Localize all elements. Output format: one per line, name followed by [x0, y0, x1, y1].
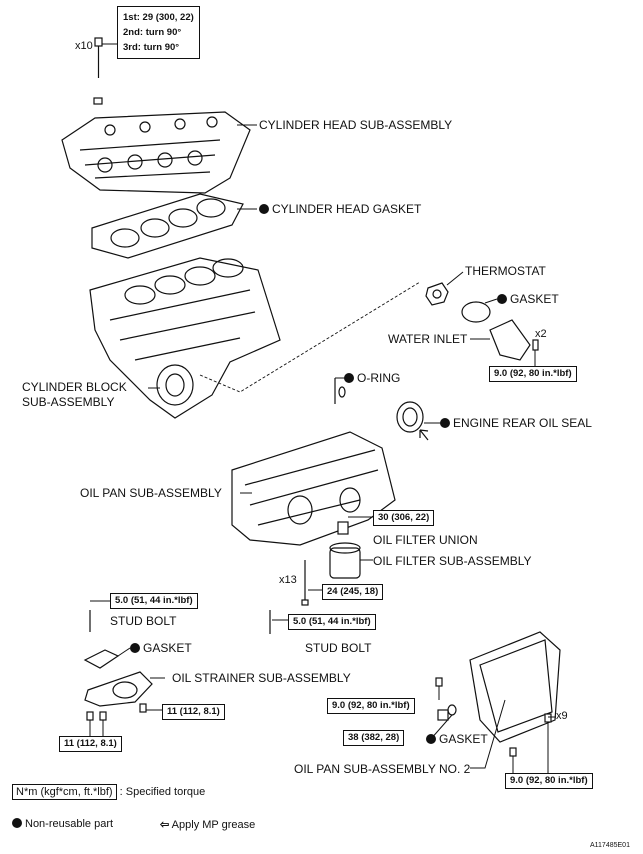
label-oil-filter-union: OIL FILTER UNION	[373, 533, 478, 547]
oil-pan-drawing	[231, 431, 396, 546]
non-reusable-icon	[259, 204, 269, 214]
oil-pan-bolt-drawing	[301, 560, 322, 606]
torque-step-1: 1st: 29 (300, 22)	[123, 12, 194, 23]
label-cylinder-head-gasket: CYLINDER HEAD GASKET	[259, 202, 421, 216]
head-bolt-qty: x10	[75, 40, 93, 52]
oil-pan-bolt-qty: x13	[279, 574, 297, 586]
non-reusable-icon	[344, 373, 354, 383]
mp-grease-arrow-icon: ⇦	[160, 819, 170, 831]
torque-strainer-right: 11 (112, 8.1)	[162, 704, 225, 720]
oil-strainer-drawing	[83, 647, 165, 736]
torque-stud-bolt-right: 5.0 (51, 44 in.*lbf)	[288, 614, 376, 630]
torque-drain-plug: 38 (382, 28)	[343, 730, 405, 746]
torque-stud-bolt-left: 5.0 (51, 44 in.*lbf)	[110, 593, 198, 609]
label-cylinder-head: CYLINDER HEAD SUB-ASSEMBLY	[259, 118, 453, 132]
non-reusable-icon	[130, 643, 140, 653]
legend-torque: N*m (kgf*cm, ft.*lbf) : Specified torque	[12, 784, 206, 800]
torque-step-3: 3rd: turn 90°	[123, 42, 180, 53]
cylinder-block-drawing	[89, 257, 281, 419]
non-reusable-icon	[12, 818, 22, 828]
cylinder-head-bolt	[93, 37, 118, 105]
non-reusable-icon	[440, 418, 450, 428]
torque-oil-pan-no2-left: 9.0 (92, 80 in.*lbf)	[327, 698, 415, 714]
oil-filter-drawing	[329, 542, 373, 579]
label-oil-pan: OIL PAN SUB-ASSEMBLY	[80, 486, 222, 500]
torque-water-inlet: 9.0 (92, 80 in.*lbf)	[489, 366, 577, 382]
thermostat-gasket-drawing	[461, 301, 491, 323]
label-gasket-strainer: GASKET	[130, 641, 192, 655]
label-water-inlet: WATER INLET	[388, 332, 468, 346]
label-oil-strainer: OIL STRAINER SUB-ASSEMBLY	[172, 671, 351, 685]
mp-grease-arrow-drawing	[419, 429, 429, 441]
label-stud-bolt-left: STUD BOLT	[110, 614, 177, 628]
non-reusable-icon	[426, 734, 436, 744]
label-cylinder-block-2: SUB-ASSEMBLY	[22, 395, 115, 409]
torque-oil-pan-no2-bottom: 9.0 (92, 80 in.*lbf)	[505, 773, 593, 789]
label-gasket-thermostat: GASKET	[497, 292, 559, 306]
label-engine-rear-oil-seal: ENGINE REAR OIL SEAL	[440, 416, 592, 430]
torque-oil-filter-union: 30 (306, 22)	[373, 510, 435, 526]
oil-pan-no2-qty: x9	[556, 710, 568, 722]
figure-code: A117485E01	[590, 842, 630, 849]
label-stud-bolt-right: STUD BOLT	[305, 641, 372, 655]
legend-unit-text: : Specified torque	[119, 786, 206, 798]
torque-strainer-left: 11 (112, 8.1)	[59, 736, 122, 752]
water-inlet-qty: x2	[535, 328, 547, 340]
thermostat-drawing	[425, 282, 449, 306]
cylinder-head-drawing	[61, 111, 251, 194]
torque-oil-pan-bolt: 24 (245, 18)	[322, 584, 384, 600]
legend-unit-box: N*m (kgf*cm, ft.*lbf)	[12, 784, 117, 800]
label-thermostat: THERMOSTAT	[465, 264, 546, 278]
torque-step-2: 2nd: turn 90°	[123, 27, 182, 38]
torque-spec-head-bolt: 1st: 29 (300, 22) 2nd: turn 90° 3rd: tur…	[117, 6, 200, 59]
label-gasket-drain: GASKET	[426, 732, 488, 746]
oil-filter-union-drawing	[337, 516, 373, 535]
stud-bolt-left-drawing	[89, 600, 110, 632]
stud-bolt-right-drawing	[269, 610, 288, 634]
legend-mp-grease: ⇦ Apply MP grease	[160, 819, 256, 831]
oil-pan-no2-drawing	[435, 631, 561, 773]
label-oil-filter: OIL FILTER SUB-ASSEMBLY	[373, 554, 532, 568]
cylinder-head-gasket-drawing	[91, 193, 244, 259]
legend-non-reusable: Non-reusable part	[12, 818, 113, 830]
label-cylinder-block-1: CYLINDER BLOCK	[22, 380, 127, 394]
non-reusable-icon	[497, 294, 507, 304]
label-oil-pan-no2: OIL PAN SUB-ASSEMBLY NO. 2	[294, 762, 471, 776]
water-inlet-drawing	[470, 319, 539, 366]
o-ring-drawing	[334, 377, 346, 404]
label-o-ring: O-RING	[344, 371, 400, 385]
